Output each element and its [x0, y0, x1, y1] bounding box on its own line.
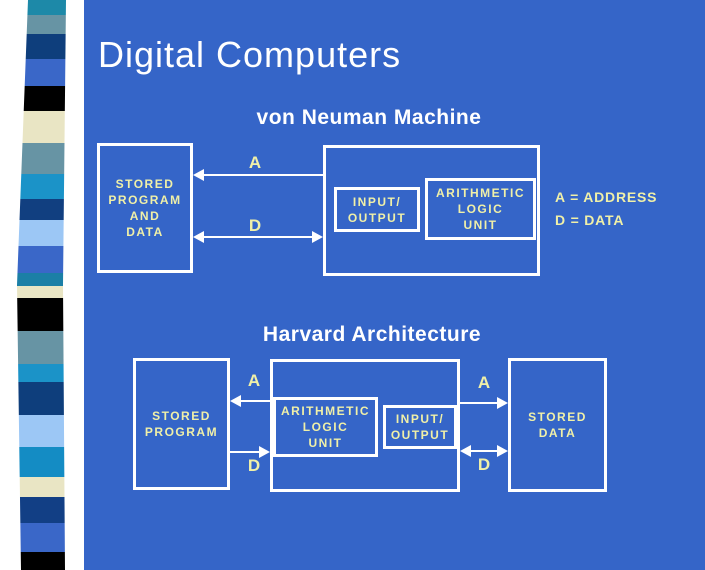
- harvard-heading: Harvard Architecture: [262, 323, 482, 346]
- tie-strip-band: [17, 220, 66, 246]
- hv-data-address-bus-label: A: [477, 373, 491, 392]
- vn-legend-data: D = DATA: [555, 212, 625, 228]
- tie-strip-band: [17, 15, 66, 34]
- arrowhead-right-icon: [312, 231, 323, 243]
- tie-strip-decoration: [17, 0, 66, 570]
- slide-canvas: Digital Computers von Neuman Machine STO…: [84, 0, 705, 570]
- arrowhead-right-icon: [497, 397, 508, 409]
- tie-strip-band: [17, 111, 66, 143]
- vn-alu-box-label: ARITHMETIC LOGIC UNIT: [436, 186, 525, 232]
- von-neumann-heading: von Neuman Machine: [256, 106, 482, 129]
- arrowhead-right-icon: [259, 446, 270, 458]
- arrow-line: [460, 402, 498, 404]
- arrowhead-left-icon: [230, 395, 241, 407]
- tie-strip-band: [17, 523, 66, 552]
- tie-strip-band: [17, 273, 66, 286]
- tie-strip-band: [17, 298, 66, 331]
- tie-strip-band: [17, 382, 66, 415]
- vn-memory-box: STORED PROGRAM AND DATA: [97, 143, 193, 273]
- hv-data-box-label: STORED DATA: [528, 410, 587, 440]
- vn-io-box-label: INPUT/ OUTPUT: [347, 194, 407, 225]
- tie-strip-band: [17, 331, 66, 364]
- slide-title: Digital Computers: [98, 34, 402, 75]
- arrowhead-left-icon: [460, 445, 471, 457]
- tie-strip-band: [17, 415, 66, 447]
- vn-io-box: INPUT/ OUTPUT: [334, 187, 420, 232]
- tie-strip-band: [17, 143, 66, 174]
- vn-cpu-box: [323, 145, 540, 276]
- hv-data-data-bus-label: D: [477, 455, 491, 474]
- tie-strip-band: [17, 59, 66, 86]
- arrowhead-left-icon: [193, 169, 204, 181]
- vn-alu-box: ARITHMETIC LOGIC UNIT: [425, 178, 536, 240]
- arrow-line: [240, 400, 270, 402]
- vn-legend-address: A = ADDRESS: [555, 189, 658, 205]
- hv-data-data-bus-arrow: [460, 445, 508, 457]
- arrow-line: [470, 450, 498, 452]
- tie-strip-band: [17, 174, 66, 199]
- tie-strip-band: [17, 86, 66, 111]
- tie-strip-band: [17, 246, 66, 273]
- hv-data-address-bus-arrow: [460, 397, 508, 409]
- tie-strip-band: [17, 0, 66, 15]
- hv-program-box: STORED PROGRAM: [133, 358, 230, 490]
- vn-memory-box-label: STORED PROGRAM AND DATA: [108, 177, 182, 239]
- vn-address-bus-label: A: [248, 153, 262, 172]
- hv-program-box-label: STORED PROGRAM: [144, 409, 219, 439]
- tie-strip-band: [17, 199, 66, 220]
- hv-io-box: INPUT/ OUTPUT: [383, 405, 457, 449]
- hv-program-address-bus-label: A: [247, 371, 261, 390]
- hv-io-box-label: INPUT/ OUTPUT: [390, 412, 450, 442]
- arrow-line: [203, 236, 313, 238]
- vn-address-bus-arrow: [193, 169, 323, 181]
- tie-strip-band: [17, 497, 66, 523]
- arrowhead-right-icon: [497, 445, 508, 457]
- hv-program-data-bus-arrow: [230, 446, 270, 458]
- tie-strip-band: [17, 477, 66, 497]
- tie-strip-band: [17, 286, 66, 298]
- hv-alu-box-label: ARITHMETIC LOGIC UNIT: [281, 404, 370, 450]
- tie-strip-band: [17, 552, 66, 570]
- arrowhead-left-icon: [193, 231, 204, 243]
- hv-data-box: STORED DATA: [508, 358, 607, 492]
- hv-program-data-bus-label: D: [247, 456, 261, 475]
- hv-alu-box: ARITHMETIC LOGIC UNIT: [273, 397, 378, 457]
- tie-strip-band: [17, 364, 66, 382]
- hv-cpu-box: [270, 359, 460, 492]
- vn-data-bus-arrow: [193, 231, 323, 243]
- arrow-line: [230, 451, 260, 453]
- tie-strip-band: [17, 447, 66, 477]
- vn-data-bus-label: D: [248, 216, 262, 235]
- hv-program-address-bus-arrow: [230, 395, 270, 407]
- tie-strip-band: [17, 34, 66, 59]
- arrow-line: [203, 174, 323, 176]
